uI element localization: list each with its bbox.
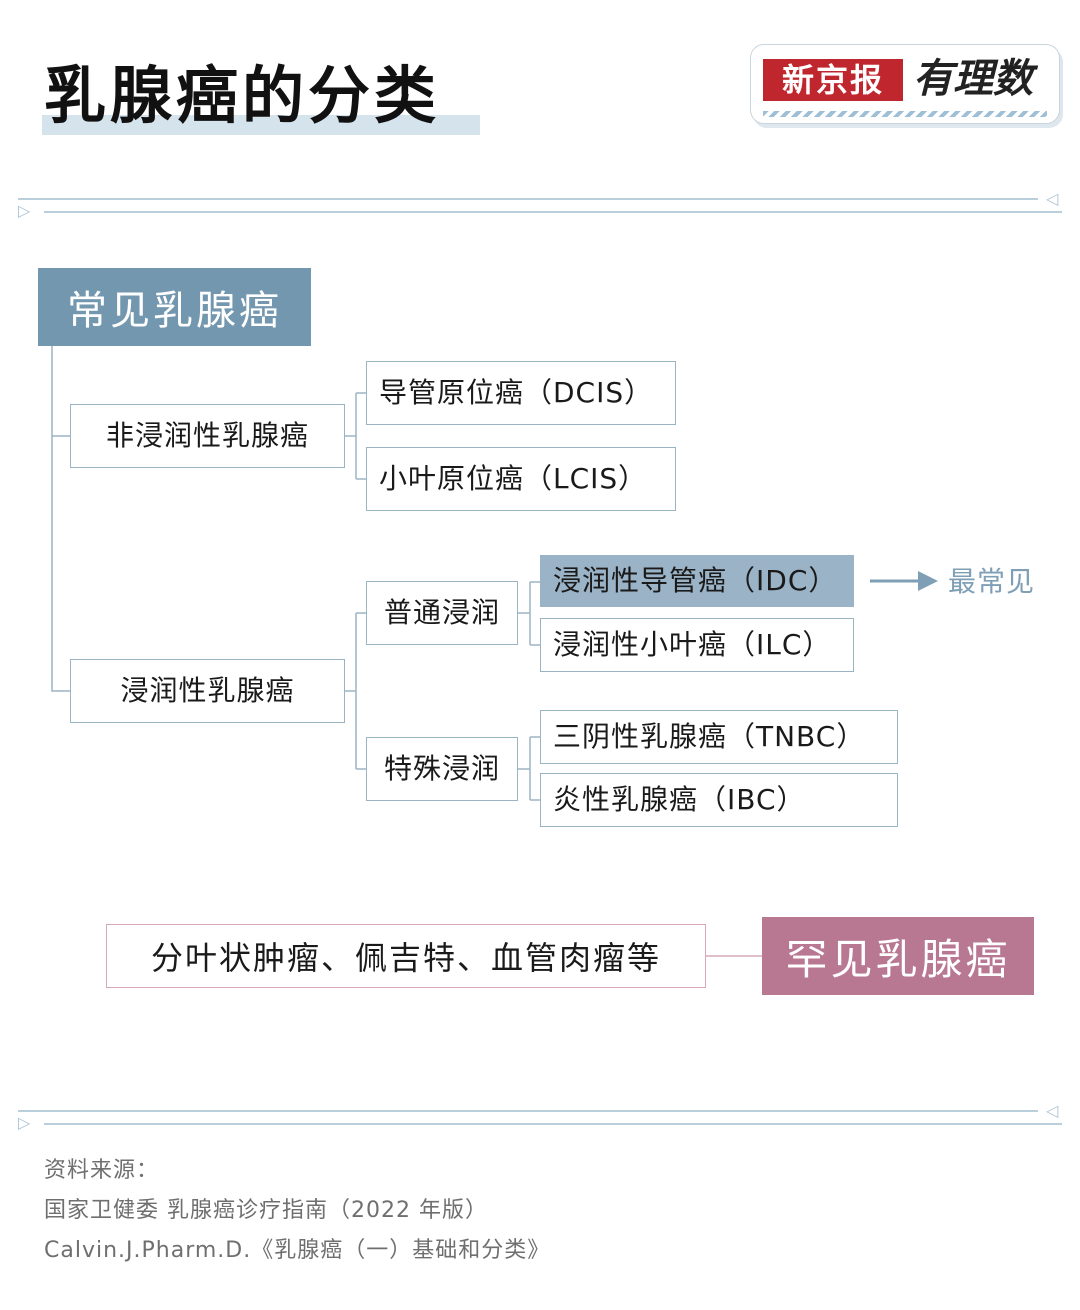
dcis-box: 导管原位癌（DCIS）	[366, 361, 676, 425]
idc-box: 浸润性导管癌（IDC）	[540, 555, 854, 607]
ilc-box: 浸润性小叶癌（ILC）	[540, 618, 854, 672]
rare-types-list: 分叶状肿瘤、佩吉特、血管肉瘤等	[106, 924, 706, 988]
source-line-2: Calvin.J.Pharm.D.《乳腺癌（一）基础和分类》	[44, 1238, 551, 1263]
bottom-divider-left-arrow-icon: ▷	[18, 1113, 31, 1132]
divider-right-arrow-icon: ◁	[1046, 189, 1059, 208]
most-common-label: 最常见	[948, 565, 1036, 598]
bottom-divider-right-arrow-icon: ◁	[1046, 1101, 1059, 1120]
tnbc-box: 三阴性乳腺癌（TNBC）	[540, 710, 898, 764]
bottom-divider-line-2	[44, 1123, 1062, 1125]
bottom-divider-line-1	[18, 1110, 1038, 1112]
source-line-1: 国家卫健委 乳腺癌诊疗指南（2022 年版）	[44, 1198, 488, 1223]
logo-column-name: 有理数	[913, 56, 1033, 102]
invasive-box: 浸润性乳腺癌	[70, 659, 345, 723]
divider-left-arrow-icon: ▷	[18, 201, 31, 220]
special-invasive-box: 特殊浸润	[366, 737, 518, 801]
logo-stripe	[763, 111, 1047, 117]
top-divider-line-1	[18, 198, 1038, 200]
common-breast-cancer-header: 常见乳腺癌	[38, 268, 311, 346]
title-underline	[42, 115, 480, 135]
page-title: 乳腺癌的分类	[44, 59, 441, 132]
logo-newspaper-name: 新京报	[763, 59, 903, 101]
rare-breast-cancer-header: 罕见乳腺癌	[762, 917, 1034, 995]
ordinary-invasive-box: 普通浸润	[366, 581, 518, 645]
non-invasive-box: 非浸润性乳腺癌	[70, 404, 345, 468]
ibc-box: 炎性乳腺癌（IBC）	[540, 773, 898, 827]
source-heading: 资料来源：	[44, 1158, 160, 1183]
lcis-box: 小叶原位癌（LCIS）	[366, 447, 676, 511]
brand-logo: 新京报 有理数	[750, 44, 1060, 124]
top-divider-line-2	[44, 211, 1062, 213]
